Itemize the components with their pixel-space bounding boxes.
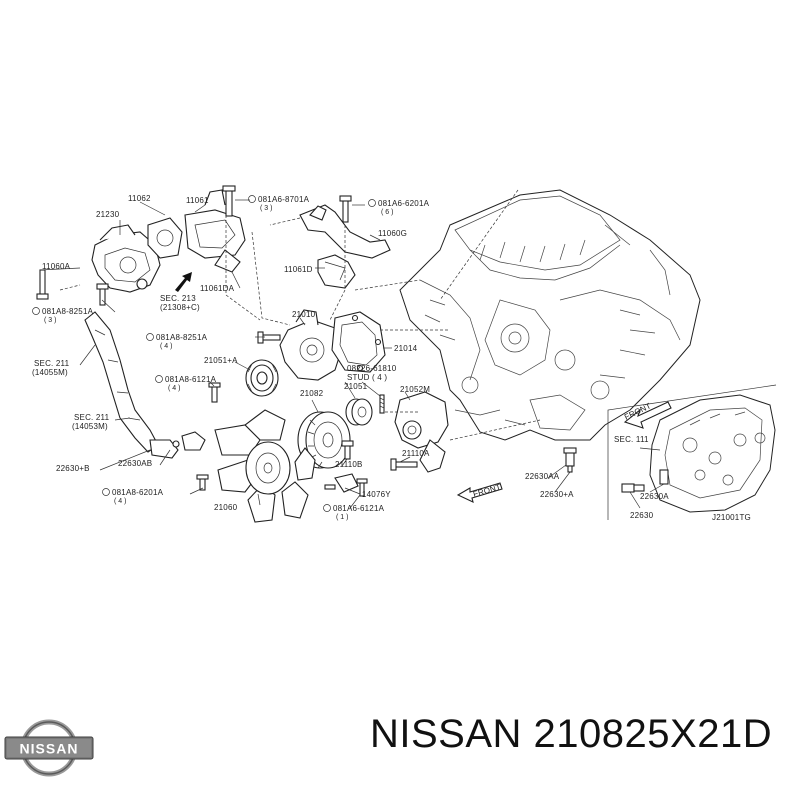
label-081a8-6121a-qty: ( 4 )	[168, 385, 180, 392]
pulley-21051	[345, 398, 373, 426]
bolt-11060a	[36, 269, 49, 300]
thermostat-housing	[91, 224, 161, 293]
label-081a6-8701a-qty: ( 3 )	[260, 205, 272, 212]
label-081a8-6201a-qty: ( 4 )	[114, 498, 126, 505]
label-21010: 21010	[292, 310, 316, 319]
temp-sensor-22630ab	[172, 431, 206, 451]
idler-21052m	[394, 391, 449, 473]
part-number-title: NISSAN 210825X21D	[370, 712, 773, 756]
gasket-11062	[147, 217, 183, 259]
label-081a8-6121a: 081A8-6121A	[165, 375, 217, 384]
label-22630ab: 22630AB	[118, 459, 152, 468]
bolt-081a8-8251a-left	[96, 283, 109, 306]
label-08226: 08226-61810	[347, 364, 397, 373]
temp-sensor-22630aa	[563, 447, 577, 473]
label-sec111: SEC. 111	[614, 435, 649, 444]
part-labels: 11062 11061 081A6-8701A ( 3 ) 081A6-6201…	[32, 194, 751, 522]
label-21014: 21014	[394, 344, 418, 353]
bolt-081a6-6121a	[356, 478, 368, 497]
label-sec211-a: SEC. 211	[34, 359, 70, 368]
label-sec213-ref: (21308+C)	[160, 303, 200, 312]
label-21052m: 21052M	[400, 385, 430, 394]
water-outlet-11061	[184, 189, 246, 273]
label-11060a: 11060A	[42, 262, 71, 271]
gasket-21014	[331, 311, 386, 373]
label-21082: 21082	[300, 389, 324, 398]
detail-inset	[607, 384, 777, 520]
label-21051: 21051	[344, 382, 368, 391]
label-081a8-6201a: 081A8-6201A	[112, 488, 164, 497]
bracket-14076y	[324, 473, 359, 493]
bolt-top-mid	[222, 185, 236, 217]
label-22630a: 22630+A	[540, 490, 574, 499]
label-081a6-6201a-top: 081A6-6201A	[378, 199, 430, 208]
dashed-guides	[59, 189, 541, 441]
label-081a6-6121a: 081A6-6121A	[333, 504, 385, 513]
bolt-081a8-8251a-mid	[257, 331, 281, 344]
label-081a6-6201a-top-qty: ( 6 )	[381, 209, 393, 216]
label-sec211-b-ref: (14053M)	[72, 422, 108, 431]
label-081a6-6121a-qty: ( 1 )	[336, 514, 348, 521]
label-stud: STUD ( 4 )	[347, 373, 387, 382]
label-11061: 11061	[186, 196, 209, 205]
label-081a6-8701a: 081A6-8701A	[258, 195, 310, 204]
bolt-21110a	[390, 458, 418, 471]
stud-08226	[379, 394, 385, 414]
label-081a8-8251a-left-qty: ( 3 )	[44, 317, 56, 324]
front-arrow	[456, 482, 503, 503]
label-22630b: 22630+B	[56, 464, 90, 473]
bolt-21110b	[341, 440, 354, 460]
water-hose-left	[84, 311, 179, 459]
logo-text: NISSAN	[20, 741, 79, 757]
sec-213-arrow	[175, 272, 192, 292]
label-11062: 11062	[128, 194, 151, 203]
water-pump-21010	[279, 309, 343, 381]
label-sec213: SEC. 213	[160, 294, 196, 303]
label-14076y: 14076Y	[362, 490, 391, 499]
label-081a8-8251a-mid: 081A8-8251A	[156, 333, 208, 342]
label-21230: 21230	[96, 210, 120, 219]
engine-block	[399, 189, 701, 441]
label-22630aa: 22630AA	[525, 472, 560, 481]
label-21051a: 21051+A	[204, 356, 238, 365]
bolt-081a8-6201a	[196, 474, 209, 491]
label-22630-inset: 22630	[630, 511, 654, 520]
label-21060: 21060	[214, 503, 238, 512]
label-sec211-b: SEC. 211	[74, 413, 110, 422]
label-j21001tg: J21001TG	[712, 513, 751, 522]
label-21110a: 21110A	[402, 449, 430, 458]
label-081a8-8251a-left: 081A8-8251A	[42, 307, 94, 316]
bolt-081a8-6121a	[208, 382, 221, 403]
label-11060g: 11060G	[378, 229, 407, 238]
label-081a8-8251a-mid-qty: ( 4 )	[160, 343, 172, 350]
bolt-top-right	[339, 195, 352, 223]
label-22630a-inset: 22630A	[640, 492, 669, 501]
label-11061da: 11061DA	[200, 284, 235, 293]
leader-lines	[39, 199, 571, 509]
pulley-21051a	[245, 359, 279, 397]
cooling-fan-21060	[214, 409, 316, 523]
nissan-logo: NISSAN	[4, 719, 94, 777]
label-sec211-a-ref: (14055M)	[32, 368, 68, 377]
label-11061d: 11061D	[284, 265, 313, 274]
label-front: FRONT	[472, 482, 502, 499]
label-21110b: 21110B	[335, 460, 363, 469]
